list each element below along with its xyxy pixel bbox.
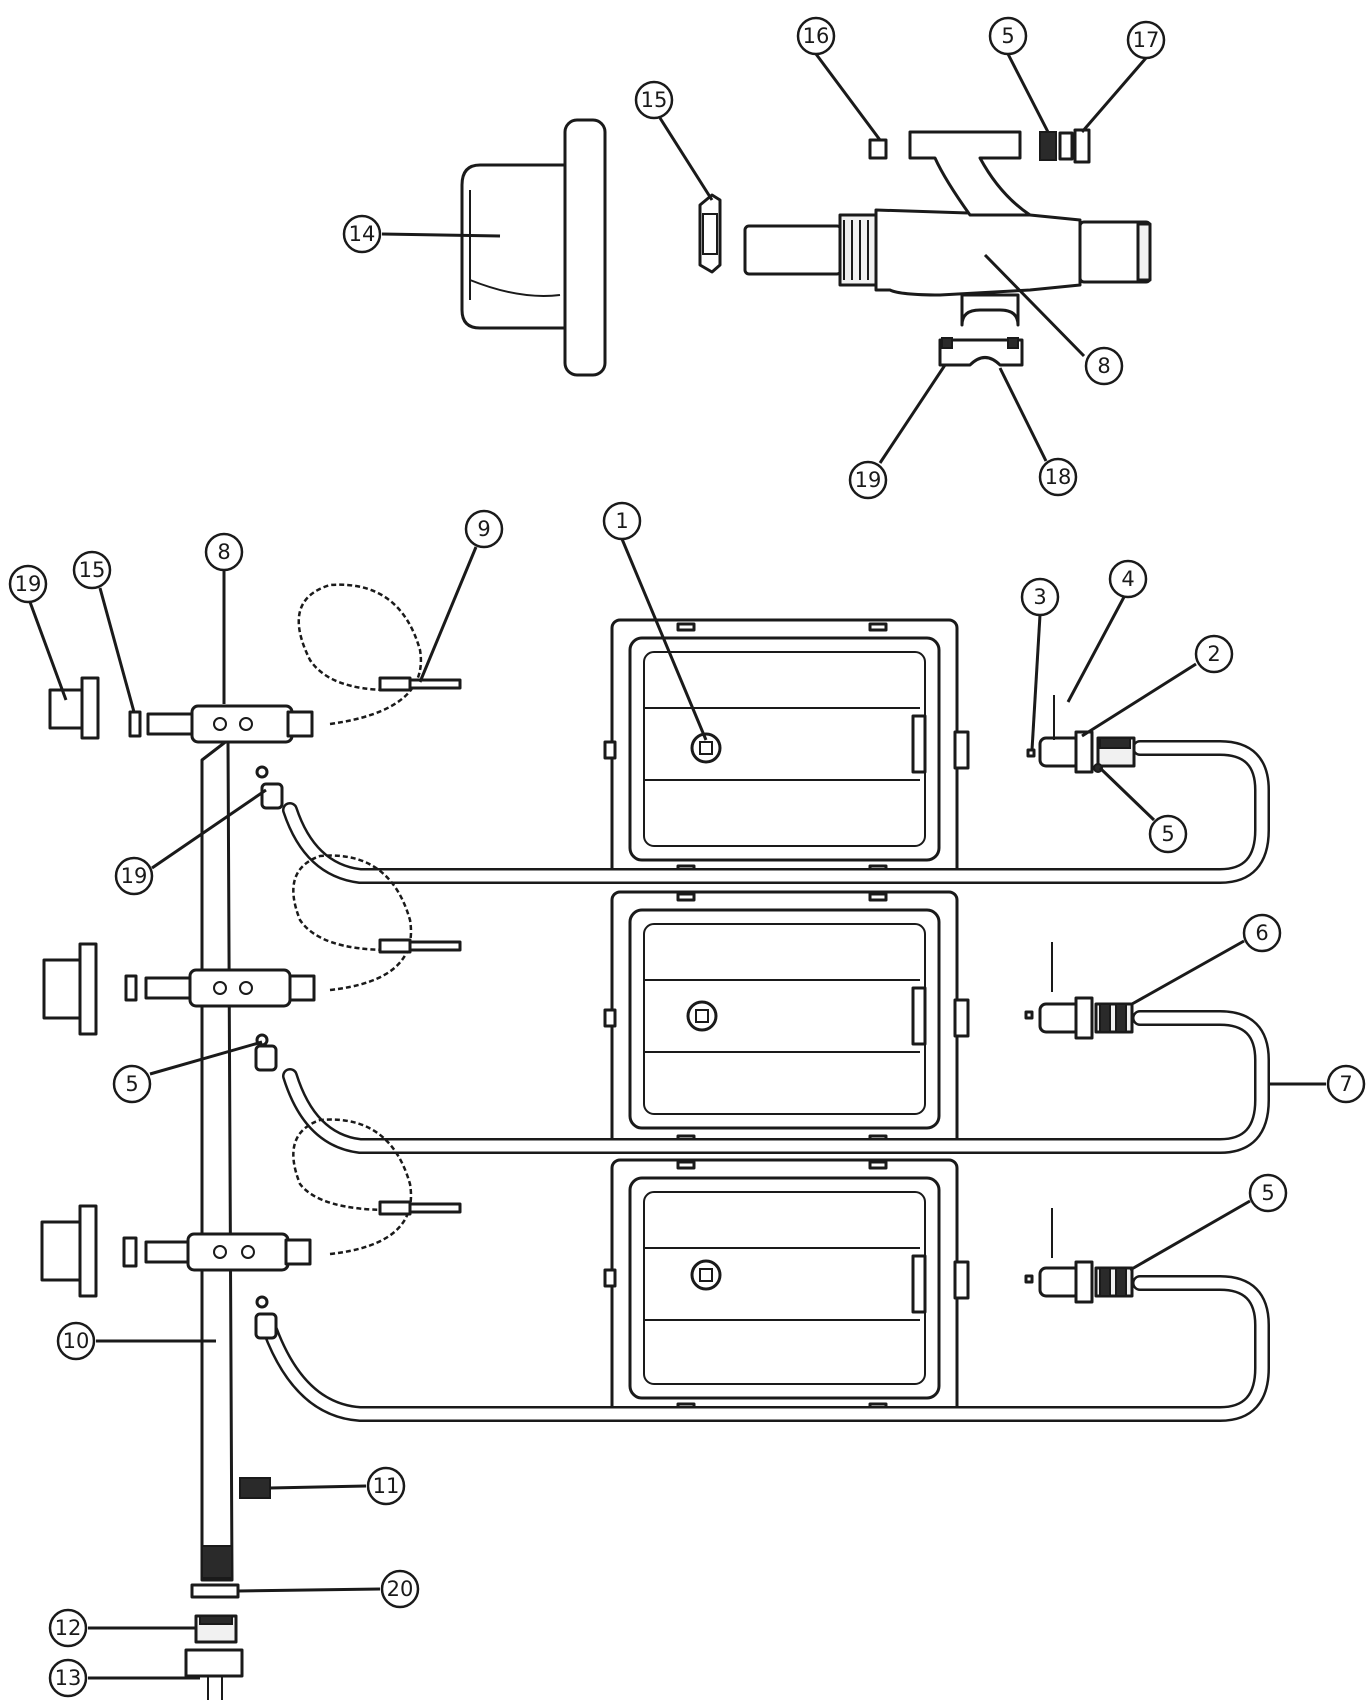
callout-20: 20 [380, 1569, 420, 1609]
callout-number: 17 [1133, 28, 1160, 52]
callout-12: 12 [48, 1608, 88, 1648]
burner-1 [603, 618, 970, 880]
valve-row-1 [48, 676, 314, 810]
callout-1: 1 [602, 501, 642, 541]
callout-19: 19 [114, 856, 154, 896]
callout-circle [1194, 634, 1234, 674]
callout-circle [112, 1064, 152, 1104]
callout-circle [1326, 1064, 1366, 1104]
callout-19: 19 [8, 564, 48, 604]
callout-5: 5 [112, 1064, 152, 1104]
callout-circle [48, 1658, 88, 1698]
callout-circle [8, 564, 48, 604]
callout-circle [1084, 346, 1124, 386]
callout-number: 5 [1161, 822, 1174, 846]
callout-5: 5 [1148, 814, 1188, 854]
callout-circle [848, 460, 888, 500]
callout-11: 11 [366, 1466, 406, 1506]
callout-circle [366, 1466, 406, 1506]
callout-number: 13 [55, 1666, 82, 1690]
callout-14: 14 [342, 214, 382, 254]
callout-6: 6 [1242, 913, 1282, 953]
callout-circle [1248, 1173, 1288, 1213]
callout-circle [988, 16, 1028, 56]
callout-circle [796, 16, 836, 56]
callout-circle [342, 214, 382, 254]
callout-number: 5 [1261, 1181, 1274, 1205]
callout-8: 8 [204, 532, 244, 572]
callout-circle [1126, 20, 1166, 60]
leader-lines [28, 53, 1326, 1680]
callout-2: 2 [1194, 634, 1234, 674]
callout-circle [48, 1608, 88, 1648]
hex-nut-part [698, 193, 722, 274]
callout-circle [464, 509, 504, 549]
callout-number: 19 [121, 864, 148, 888]
callout-number: 11 [373, 1474, 400, 1498]
callout-18: 18 [1038, 457, 1078, 497]
callout-number: 5 [125, 1072, 138, 1096]
callout-10: 10 [56, 1321, 96, 1361]
callout-15: 15 [72, 550, 112, 590]
callout-number: 14 [349, 222, 376, 246]
callout-number: 19 [855, 468, 882, 492]
callout-number: 18 [1045, 465, 1072, 489]
callout-number: 8 [217, 540, 230, 564]
callout-number: 19 [15, 572, 42, 596]
callout-circle [634, 80, 674, 120]
callout-number: 12 [55, 1616, 82, 1640]
callout-circle [1038, 457, 1078, 497]
callout-number: 15 [79, 558, 106, 582]
callout-circle [56, 1321, 96, 1361]
callout-number: 6 [1255, 921, 1268, 945]
thermocouple-wires [292, 583, 462, 1256]
callout-5: 5 [988, 16, 1028, 56]
callout-circle [602, 501, 642, 541]
knob-part [460, 118, 607, 377]
callout-8: 8 [1084, 346, 1124, 386]
callout-4: 4 [1108, 559, 1148, 599]
callout-number: 10 [63, 1329, 90, 1353]
callout-circle [204, 532, 244, 572]
callout-circle [114, 856, 154, 896]
callout-number: 8 [1097, 354, 1110, 378]
burner-2 [603, 890, 970, 1149]
callout-16: 16 [796, 16, 836, 56]
callout-number: 5 [1001, 24, 1014, 48]
callout-number: 16 [803, 24, 830, 48]
valve-row-3 [40, 1204, 312, 1340]
callout-number: 2 [1207, 642, 1220, 666]
callout-circle [1242, 913, 1282, 953]
callout-circle [380, 1569, 420, 1609]
manifold-pipe [200, 738, 234, 1582]
callout-5: 5 [1248, 1173, 1288, 1213]
callout-number: 9 [477, 517, 490, 541]
gas-valve-part [743, 128, 1152, 367]
callout-circle [1108, 559, 1148, 599]
valve-row-2 [42, 942, 316, 1072]
callout-7: 7 [1326, 1064, 1366, 1104]
callout-19: 19 [848, 460, 888, 500]
orifice-fittings [1024, 695, 1136, 1304]
callout-circle [1148, 814, 1188, 854]
callout-13: 13 [48, 1658, 88, 1698]
callout-circle [1020, 577, 1060, 617]
callout-circle [72, 550, 112, 590]
callout-17: 17 [1126, 20, 1166, 60]
callout-number: 1 [615, 509, 628, 533]
callout-9: 9 [464, 509, 504, 549]
gas-tubes [262, 740, 1270, 1422]
callout-3: 3 [1020, 577, 1060, 617]
callout-number: 3 [1033, 585, 1046, 609]
callout-number: 4 [1121, 567, 1134, 591]
callout-15: 15 [634, 80, 674, 120]
burner-3 [603, 1158, 970, 1418]
callout-number: 7 [1339, 1072, 1352, 1096]
callout-number: 20 [387, 1577, 414, 1601]
callout-number: 15 [641, 88, 668, 112]
